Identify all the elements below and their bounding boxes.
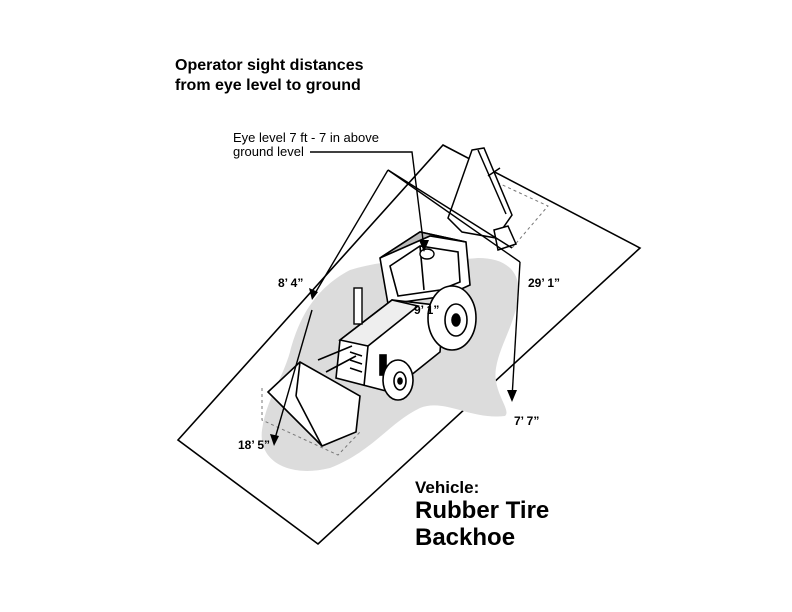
measurement-front-left: 18’ 5” [238, 438, 271, 452]
vehicle-name-line-1: Rubber Tire [415, 497, 550, 524]
vehicle-name: Rubber Tire Backhoe [415, 497, 549, 551]
body [335, 299, 445, 393]
eye-level-note: Eye level 7 ft - 7 in above ground level [233, 131, 379, 159]
sight-arrowheads [270, 240, 517, 446]
front-footprint-outline [261, 388, 361, 456]
sight-lines [273, 151, 521, 443]
eye-position-marker [419, 248, 435, 260]
rear-wheel [427, 285, 477, 351]
vehicle-label: Vehicle: [415, 478, 480, 497]
measurement-right: 29’ 1” [528, 276, 561, 290]
vehicle-name-line-2: Backhoe [415, 524, 516, 551]
footprint-outline [469, 169, 549, 249]
title-line-2: from eye level to ground [175, 77, 361, 94]
measurement-front-right: 7’ 7” [514, 414, 540, 428]
backhoe-boom [447, 147, 518, 251]
diagram-title: Operator sight distances from eye level … [175, 56, 364, 96]
title-line-1: Operator sight distances [175, 57, 364, 74]
measurement-center: 9’ 1” [414, 303, 440, 317]
eye-level-note-line-2: ground level [233, 144, 304, 159]
measurement-left: 8’ 4” [278, 276, 304, 290]
eye-level-note-line-1: Eye level 7 ft - 7 in above [233, 130, 379, 145]
exhaust-stack [353, 287, 363, 325]
ground-plane [176, 144, 642, 546]
front-wheel [382, 359, 414, 401]
